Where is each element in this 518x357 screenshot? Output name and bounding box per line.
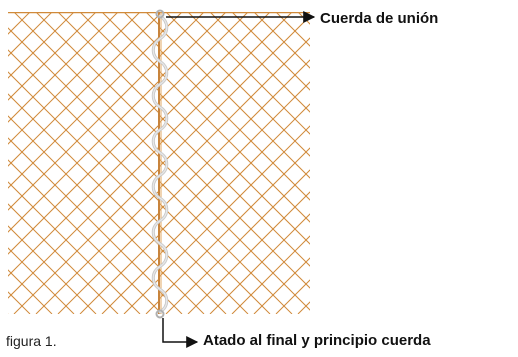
mesh-wire bbox=[8, 37, 158, 189]
mesh-wire bbox=[160, 313, 161, 314]
mesh-wire bbox=[8, 12, 119, 123]
mesh-wire bbox=[8, 12, 9, 13]
mesh-wire bbox=[160, 203, 271, 314]
mesh-wire bbox=[209, 213, 310, 314]
mesh-wire bbox=[123, 279, 158, 314]
mesh-wire bbox=[8, 59, 158, 211]
mesh-wire bbox=[13, 169, 158, 314]
mesh-wire bbox=[168, 12, 470, 314]
mesh-wire bbox=[160, 81, 310, 233]
mesh-wire bbox=[8, 81, 158, 233]
tie-note-arrow bbox=[162, 318, 199, 348]
mesh-wire bbox=[231, 235, 310, 314]
mesh-wire bbox=[209, 12, 310, 113]
mesh-wire bbox=[160, 12, 227, 79]
mesh-wire bbox=[275, 279, 310, 314]
mesh-wire bbox=[160, 12, 293, 145]
mesh-wire bbox=[160, 37, 310, 189]
mesh-wire bbox=[297, 301, 310, 314]
mesh-wire bbox=[8, 15, 158, 167]
mesh-wire bbox=[123, 12, 158, 47]
mesh-wire bbox=[160, 247, 227, 314]
joining-rope-label: Cuerda de unión bbox=[320, 10, 439, 27]
mesh-wire bbox=[57, 213, 158, 314]
mesh-wire bbox=[8, 125, 158, 277]
mesh-wire bbox=[160, 59, 310, 211]
mesh-wire bbox=[297, 12, 310, 25]
mesh-wire bbox=[35, 191, 158, 314]
bottom-knot bbox=[155, 309, 165, 319]
mesh-wire bbox=[145, 301, 158, 314]
tie-note-label: Atado al final y principio cuerda bbox=[203, 332, 431, 349]
joining-rope-highlight bbox=[152, 15, 168, 313]
mesh-wire bbox=[253, 12, 310, 69]
mesh-wire bbox=[160, 12, 249, 101]
mesh-wire bbox=[8, 247, 75, 314]
mesh-wire bbox=[57, 12, 158, 113]
mesh-wire bbox=[160, 15, 310, 167]
mesh-wire bbox=[8, 225, 97, 314]
figure-caption: figura 1. bbox=[6, 333, 57, 349]
mesh-wire bbox=[160, 12, 161, 13]
mesh-wire bbox=[320, 12, 518, 314]
mesh-wire bbox=[79, 235, 158, 314]
mesh-wire bbox=[8, 49, 158, 201]
mesh-wire bbox=[160, 12, 271, 123]
mesh-wire bbox=[8, 181, 141, 314]
mesh-wire bbox=[320, 12, 518, 314]
mesh-wire bbox=[160, 12, 205, 57]
mesh-wire bbox=[187, 191, 310, 314]
mesh-wire bbox=[187, 12, 310, 135]
mesh-wire bbox=[160, 181, 293, 314]
mesh-wire bbox=[168, 12, 470, 314]
mesh-wire bbox=[160, 125, 310, 277]
mesh-panel-left bbox=[8, 12, 470, 314]
mesh-wire bbox=[8, 103, 158, 255]
top-knot bbox=[155, 9, 165, 19]
mesh-wire bbox=[35, 12, 158, 135]
mesh-wire bbox=[8, 12, 75, 79]
mesh-wire bbox=[101, 257, 158, 314]
mesh-wire bbox=[231, 12, 310, 91]
mesh-wire bbox=[8, 12, 141, 145]
mesh-wire bbox=[8, 93, 158, 245]
mesh-panel-right bbox=[160, 12, 518, 314]
mesh-wire bbox=[145, 12, 158, 25]
mesh-wire bbox=[160, 225, 249, 314]
mesh-wire bbox=[8, 12, 53, 57]
mesh-wire bbox=[13, 12, 158, 157]
mesh-wire bbox=[160, 147, 310, 299]
mesh-wire bbox=[8, 313, 9, 314]
mesh-wire bbox=[8, 269, 53, 314]
mesh-wire bbox=[79, 12, 158, 91]
mesh-wire bbox=[253, 257, 310, 314]
mesh-wire bbox=[275, 12, 310, 47]
mesh-wire bbox=[8, 203, 119, 314]
mesh-wire bbox=[160, 269, 205, 314]
mesh-wire bbox=[8, 147, 158, 299]
mesh-wire bbox=[165, 169, 310, 314]
mesh-wire bbox=[8, 12, 97, 101]
mesh-wire bbox=[101, 12, 158, 69]
mesh-wire bbox=[160, 103, 310, 255]
mesh-wire bbox=[165, 12, 310, 157]
